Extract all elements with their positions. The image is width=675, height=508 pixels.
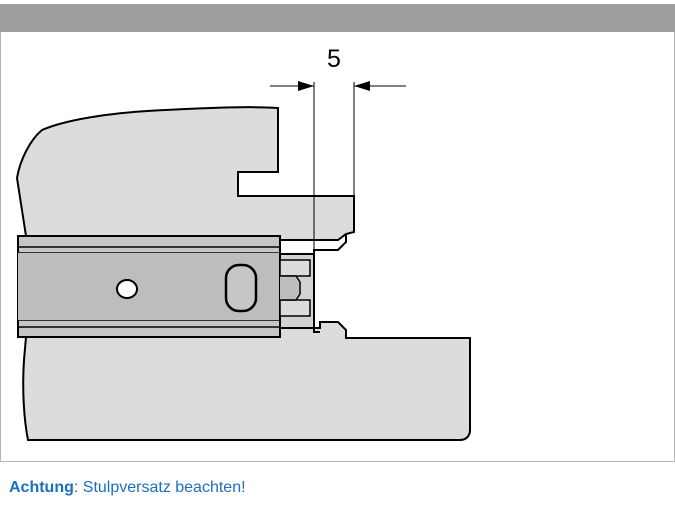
caption-separator: : (73, 479, 79, 496)
dimension-arrow-right (354, 81, 370, 91)
frame-border-bottom (0, 461, 675, 462)
lower-body (22, 321, 471, 441)
header-bar (0, 4, 675, 32)
locking-part-upper-step (279, 259, 311, 277)
caption-text: Stulpversatz beachten! (78, 479, 246, 496)
caption: Achtung: Stulpversatz beachten! (9, 479, 246, 497)
offset-step-upper (313, 234, 347, 254)
dimension-value: 5 (327, 45, 341, 73)
caption-label: Achtung (9, 479, 74, 496)
offset-step-lower (313, 328, 320, 333)
oblong-hole (224, 263, 258, 313)
locking-part-lower-step (279, 299, 311, 317)
technical-drawing: 5 (15, 45, 471, 441)
round-hole (116, 279, 138, 299)
upper-profile (15, 106, 355, 241)
locking-part-nose (280, 275, 301, 301)
frame-border-left (0, 32, 1, 462)
dimension-arrow-left (298, 81, 314, 91)
